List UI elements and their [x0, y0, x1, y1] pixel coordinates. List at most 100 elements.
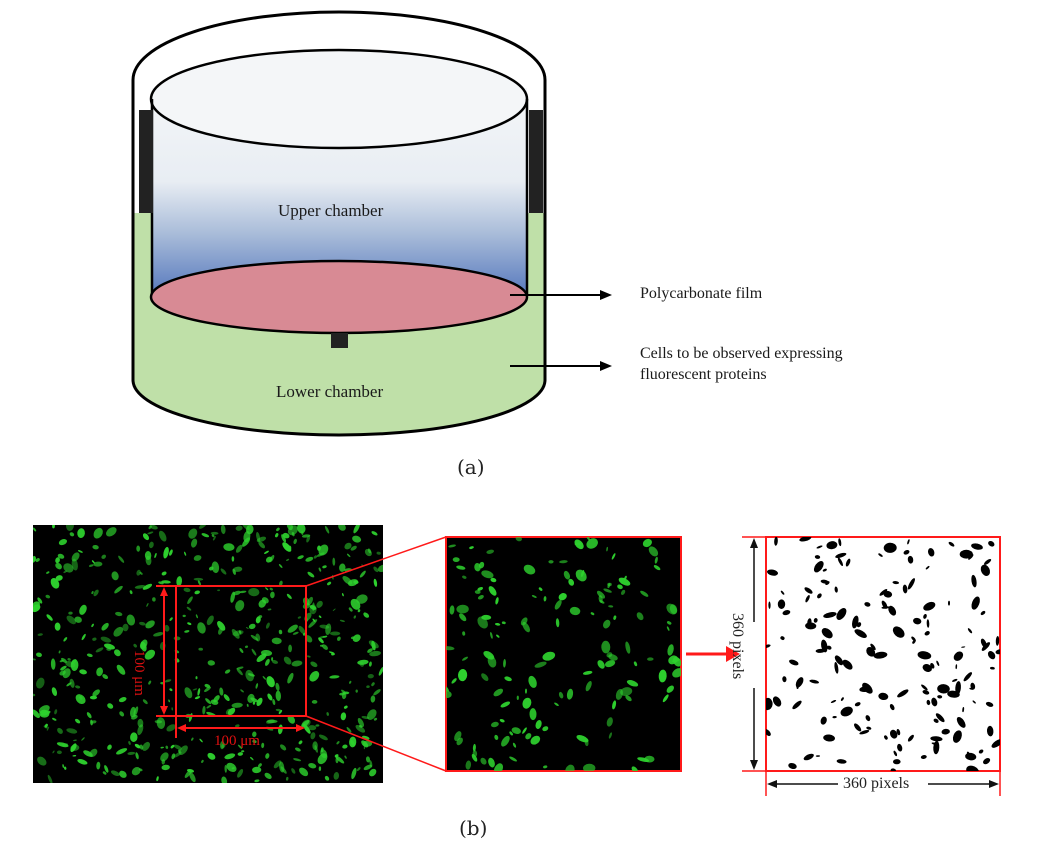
cell-speck	[312, 618, 316, 623]
cell-speck	[367, 673, 374, 679]
cell-speck	[190, 538, 198, 548]
cell-speck	[667, 644, 674, 656]
cell-speck	[931, 742, 939, 746]
cell-speck	[792, 700, 802, 710]
cell-speck	[128, 741, 131, 745]
cell-speck	[309, 671, 320, 682]
cell-speck	[925, 565, 930, 570]
cell-speck	[111, 571, 119, 581]
cell-speck	[211, 561, 220, 574]
cell-speck	[465, 760, 472, 770]
cell-speck	[224, 669, 231, 674]
cell-speck	[542, 651, 556, 661]
cell-speck	[168, 699, 170, 703]
cell-speck	[584, 739, 589, 747]
cell-speck	[840, 706, 853, 717]
cell-speck	[821, 628, 833, 639]
cell-speck	[832, 715, 837, 719]
cell-speck	[65, 660, 76, 668]
cell-speck	[325, 623, 332, 635]
cell-speck	[524, 688, 528, 694]
cell-speck	[366, 685, 370, 689]
cell-speck	[107, 744, 112, 750]
cell-speck	[37, 597, 43, 604]
cell-speck	[499, 719, 505, 723]
cell-speck	[799, 537, 812, 542]
cell-speck	[291, 660, 303, 667]
cell-speck	[133, 643, 137, 648]
cell-speck	[599, 600, 605, 604]
cell-speck	[355, 724, 366, 733]
cell-speck	[231, 629, 240, 639]
cell-speck	[936, 660, 940, 666]
cell-speck	[346, 727, 352, 733]
cell-speck	[158, 581, 164, 585]
cell-speck	[477, 587, 484, 591]
cell-speck	[58, 539, 68, 546]
cell-speck	[893, 759, 901, 765]
cell-speck	[319, 624, 330, 629]
cell-speck	[329, 631, 341, 636]
cell-speck	[211, 534, 215, 538]
cell-speck	[597, 660, 605, 669]
cell-speck	[357, 659, 369, 665]
cell-speck	[126, 614, 136, 626]
cell-speck	[231, 702, 243, 708]
cell-speck	[285, 776, 289, 781]
cell-speck	[113, 626, 124, 637]
cell-speck	[543, 596, 547, 602]
cell-speck	[156, 776, 159, 782]
cell-speck	[917, 651, 932, 660]
cell-speck	[256, 653, 267, 663]
cell-speck	[582, 670, 593, 675]
cell-speck	[137, 718, 144, 728]
cell-speck	[278, 724, 283, 735]
cell-speck	[93, 561, 103, 567]
cell-speck	[815, 755, 820, 757]
cell-speck	[642, 538, 652, 548]
cell-speck	[54, 622, 61, 631]
cell-speck	[224, 753, 236, 760]
cell-speck	[206, 615, 214, 626]
cell-speck	[265, 587, 269, 591]
cell-speck	[804, 587, 813, 594]
cell-speck	[834, 661, 839, 674]
cell-speck	[221, 776, 228, 783]
cell-speck	[953, 651, 964, 661]
cell-speck	[77, 759, 88, 765]
cell-speck	[90, 719, 93, 726]
cell-speck	[991, 739, 1000, 748]
cell-speck	[563, 570, 571, 580]
cell-speck	[826, 645, 832, 650]
cell-speck	[515, 537, 522, 542]
cell-speck	[768, 601, 771, 609]
cell-speck	[201, 759, 204, 763]
cell-speck	[316, 600, 323, 608]
cell-speck	[275, 708, 282, 712]
cell-speck	[907, 578, 915, 590]
cell-speck	[565, 764, 575, 771]
cell-speck	[854, 629, 867, 638]
cell-speck	[286, 558, 290, 561]
cell-speck	[164, 624, 170, 632]
cell-speck	[72, 755, 77, 757]
cell-speck	[322, 565, 327, 569]
cell-speck	[288, 644, 293, 653]
cell-speck	[586, 538, 598, 549]
cell-speck	[241, 750, 245, 753]
cell-speck	[195, 676, 198, 680]
cell-speck	[245, 627, 249, 629]
cell-speck	[145, 555, 152, 566]
cell-speck	[503, 659, 506, 668]
cell-speck	[223, 694, 230, 702]
conversion-arrow	[686, 646, 740, 662]
cell-speck	[313, 555, 318, 559]
cell-speck	[451, 678, 457, 684]
cell-speck	[890, 729, 898, 739]
cell-speck	[933, 718, 939, 723]
cell-speck	[210, 531, 219, 535]
cell-speck	[350, 739, 356, 747]
cell-speck	[255, 633, 261, 642]
cell-speck	[317, 545, 321, 551]
